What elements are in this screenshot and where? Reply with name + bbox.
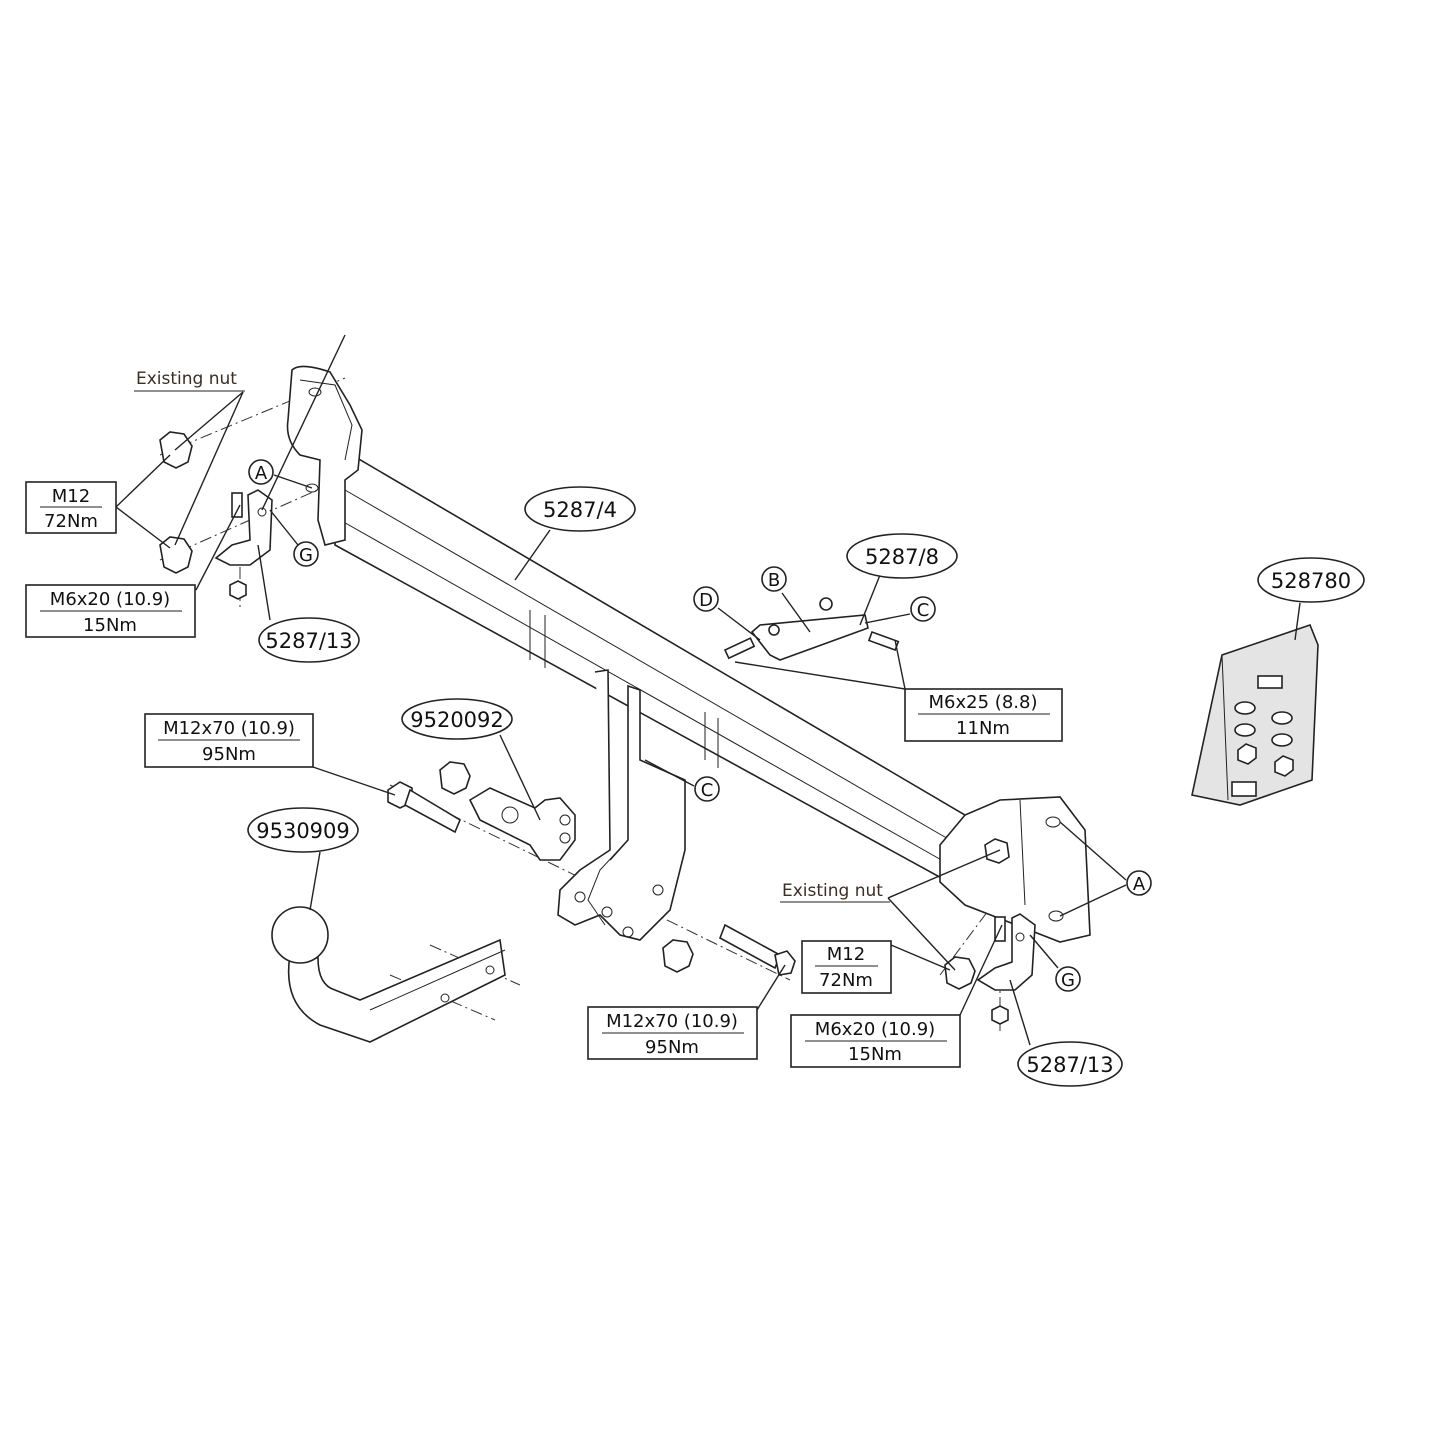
part-label-9530909: 9530909 — [247, 807, 359, 853]
svg-text:M6x20 (10.9): M6x20 (10.9) — [815, 1019, 935, 1040]
svg-text:95Nm: 95Nm — [202, 744, 256, 765]
spec-box-m12-left: M12 72Nm — [25, 481, 117, 534]
svg-text:Existing nut: Existing nut — [136, 369, 237, 389]
svg-text:72Nm: 72Nm — [44, 511, 98, 532]
spec-box-m6x20-left: M6x20 (10.9) 15Nm — [25, 584, 196, 638]
spec-box-m6x25: M6x25 (8.8) 11Nm — [904, 688, 1063, 742]
spec-box-m6x20-right: M6x20 (10.9) 15Nm — [790, 1014, 961, 1068]
crossbar-5287-4 — [334, 454, 966, 881]
marker-c-top: C — [910, 596, 936, 622]
svg-text:A: A — [255, 463, 268, 484]
fitting-kit-528780 — [1191, 623, 1319, 806]
svg-text:5287/4: 5287/4 — [543, 498, 617, 522]
marker-b: B — [761, 566, 787, 592]
socket-plate-9520092 — [468, 787, 576, 861]
svg-text:9520092: 9520092 — [410, 708, 504, 732]
svg-text:G: G — [1061, 970, 1075, 991]
svg-text:D: D — [699, 590, 713, 611]
svg-text:M12: M12 — [52, 486, 90, 507]
angle-bracket-right — [944, 913, 1036, 1025]
marker-d: D — [693, 586, 719, 612]
marker-a-right: A — [1126, 870, 1152, 896]
svg-text:M12x70 (10.9): M12x70 (10.9) — [163, 718, 295, 739]
tow-ball-9530909 — [271, 906, 506, 1043]
drop-plates — [557, 669, 686, 941]
svg-text:95Nm: 95Nm — [645, 1037, 699, 1058]
svg-text:G: G — [299, 545, 313, 566]
spec-box-m12x70-right: M12x70 (10.9) 95Nm — [587, 1006, 758, 1060]
svg-text:528780: 528780 — [1271, 569, 1351, 593]
svg-text:Existing nut: Existing nut — [782, 881, 883, 901]
existing-nut-note-left: Existing nut — [134, 369, 245, 392]
marker-g-left: G — [293, 541, 319, 567]
svg-text:9530909: 9530909 — [256, 819, 350, 843]
svg-text:M6x20 (10.9): M6x20 (10.9) — [50, 589, 170, 610]
svg-text:72Nm: 72Nm — [819, 970, 873, 991]
svg-text:M6x25 (8.8): M6x25 (8.8) — [929, 692, 1038, 713]
svg-text:M12x70 (10.9): M12x70 (10.9) — [606, 1011, 738, 1032]
part-label-9520092: 9520092 — [401, 698, 513, 740]
svg-text:M12: M12 — [827, 944, 865, 965]
svg-text:5287/13: 5287/13 — [265, 629, 352, 653]
svg-text:15Nm: 15Nm — [83, 615, 137, 636]
svg-text:A: A — [1133, 874, 1146, 895]
svg-text:11Nm: 11Nm — [956, 718, 1010, 739]
part-label-5287-13-left: 5287/13 — [258, 617, 360, 663]
spec-box-m12-right: M12 72Nm — [801, 940, 892, 994]
bolts-m12x70 — [387, 761, 796, 976]
marker-c-mid: C — [694, 776, 720, 802]
svg-text:5287/8: 5287/8 — [865, 545, 939, 569]
svg-text:15Nm: 15Nm — [848, 1044, 902, 1065]
svg-text:C: C — [701, 780, 714, 801]
part-label-5287-8: 5287/8 — [846, 533, 958, 579]
spec-box-m12x70-left: M12x70 (10.9) 95Nm — [144, 713, 314, 768]
marker-g-right: G — [1055, 966, 1081, 992]
svg-text:C: C — [917, 600, 930, 621]
svg-text:B: B — [768, 570, 780, 591]
existing-nut-note-right: Existing nut — [780, 881, 890, 903]
angle-bracket-left — [159, 431, 273, 600]
left-side-plate — [286, 365, 363, 546]
svg-text:5287/13: 5287/13 — [1026, 1053, 1113, 1077]
part-label-5287-13-right: 5287/13 — [1017, 1041, 1123, 1087]
bracket-5287-8 — [723, 597, 900, 661]
part-label-528780: 528780 — [1257, 557, 1365, 603]
leader-lines — [115, 334, 1301, 1046]
part-label-5287-4: 5287/4 — [524, 486, 636, 532]
marker-a-left: A — [248, 459, 274, 485]
